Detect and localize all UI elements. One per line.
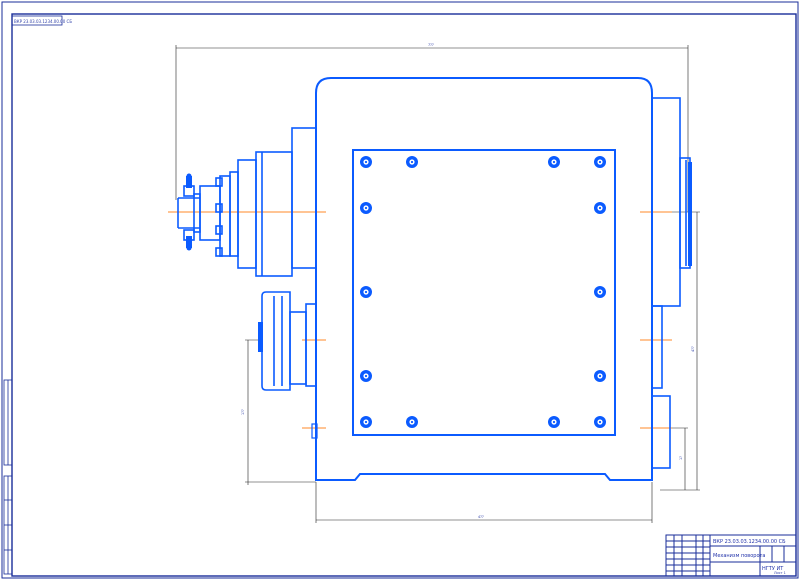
bolt-icon <box>548 416 560 428</box>
title-block-designation: ВКР 23.03.03.1234.00.00 СБ <box>713 539 786 545</box>
bolt-icon <box>594 286 606 298</box>
bolt-icon <box>594 416 606 428</box>
bolt-icon <box>548 156 560 168</box>
dim-left-height: 1?? <box>241 409 245 415</box>
left-foot-mark <box>311 423 318 439</box>
gearbox-housing <box>315 77 653 481</box>
stamp-code: ВКР 23.03.03.1234.00.00 СБ <box>14 19 72 24</box>
cover-bolts <box>360 156 606 428</box>
inspection-cover <box>352 149 616 436</box>
title-block <box>665 534 797 577</box>
bolt-icon <box>594 202 606 214</box>
bolt-icon <box>406 156 418 168</box>
left-shaft-assembly <box>177 127 317 277</box>
bolt-icon <box>360 286 372 298</box>
top-left-stamp: ВКР 23.03.03.1234.00.00 СБ <box>11 15 72 26</box>
dim-overall-width: 7?? <box>428 43 434 47</box>
left-side-strips <box>3 379 13 575</box>
drawing-frame <box>11 13 797 577</box>
coupling-pins <box>186 173 192 251</box>
bolt-icon <box>406 416 418 428</box>
right-shaft-end <box>688 162 692 266</box>
title-block-organization: НГТУ ИТ <box>762 566 784 572</box>
lower-left-bearing-cap <box>261 291 317 391</box>
bolt-icon <box>360 416 372 428</box>
bolt-icon <box>360 156 372 168</box>
axis-lines <box>168 211 672 429</box>
right-shaft-assembly <box>651 97 691 469</box>
bolt-icon <box>594 370 606 382</box>
dimensions <box>175 45 700 523</box>
bolt-icon <box>360 202 372 214</box>
dim-foot-height: 1? <box>679 456 683 460</box>
bolt-icon <box>594 156 606 168</box>
title-block-sheet: Лист 1 <box>774 571 786 575</box>
title-block-name: Механизм поворота <box>713 553 766 559</box>
dim-right-height: 4?? <box>691 346 695 352</box>
lower-left-keyway <box>258 322 263 352</box>
dim-housing-width: 4?? <box>478 515 484 519</box>
bolt-icon <box>360 370 372 382</box>
